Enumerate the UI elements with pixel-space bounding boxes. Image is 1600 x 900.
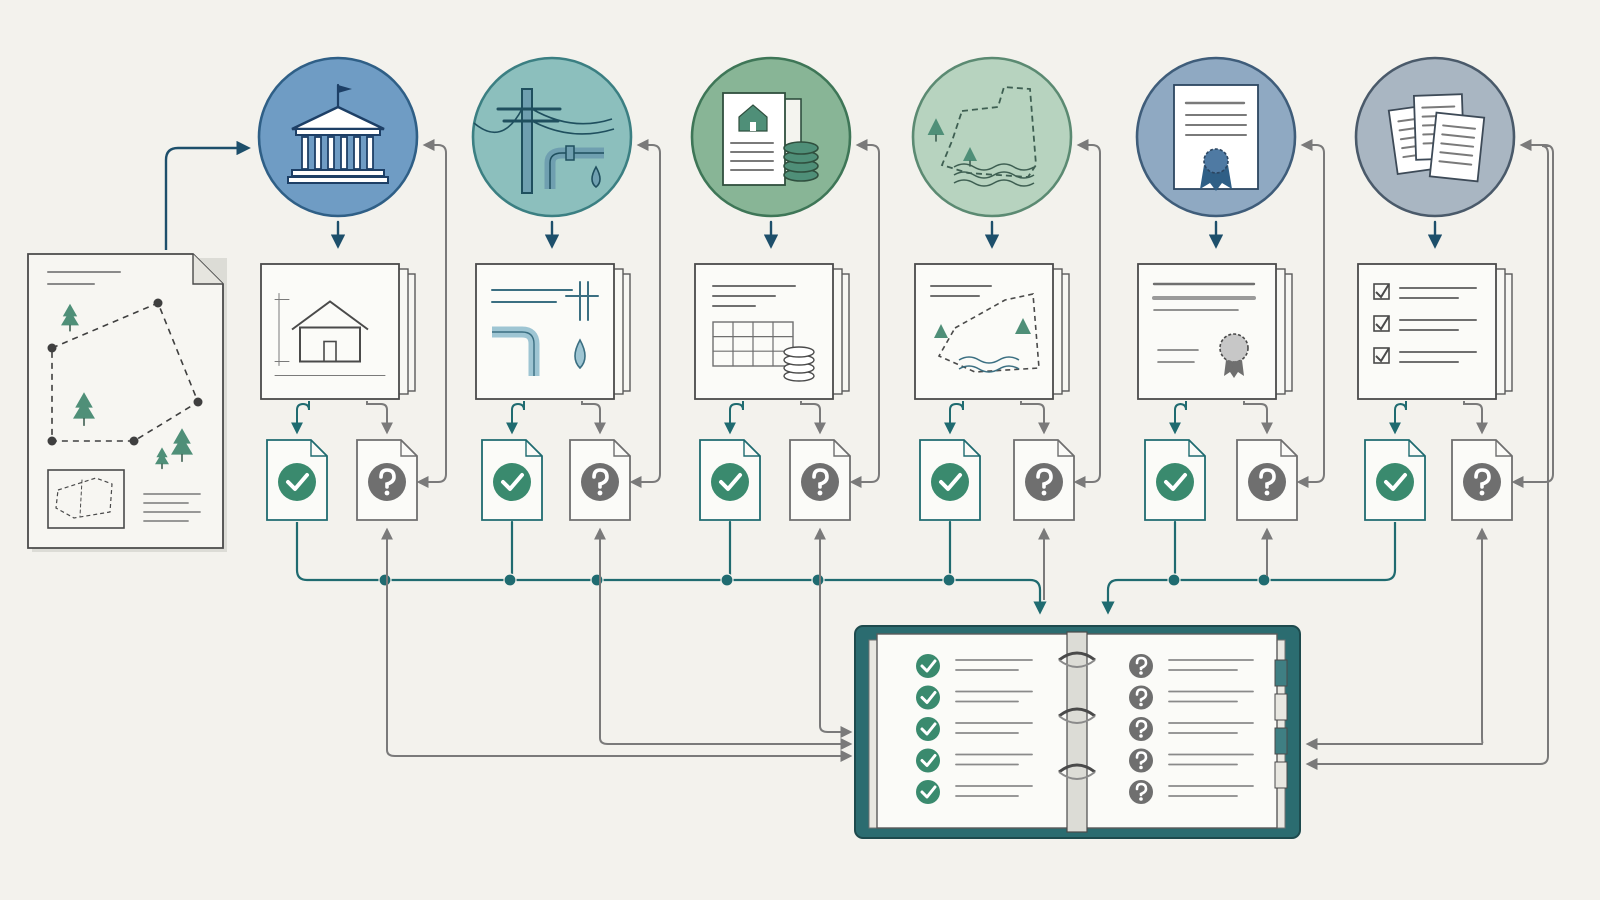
feedback-loop-arrow <box>416 139 447 488</box>
government-building-icon <box>287 83 389 184</box>
question-circle-icon <box>368 463 406 501</box>
binder-tab <box>1274 761 1288 789</box>
check-circle-icon <box>711 463 749 501</box>
unresolved-file <box>1451 439 1513 521</box>
bus-junction-dot <box>1167 573 1181 587</box>
bus-junction-dot <box>590 573 604 587</box>
verified-file <box>1144 439 1206 521</box>
land-parcel-plan-document-icon <box>27 253 227 552</box>
agency-circle <box>1135 56 1297 218</box>
report-branch-arrows <box>291 401 393 435</box>
parcel-map-with-trees-icon <box>927 86 1037 187</box>
report-document-stack <box>914 263 1070 400</box>
bus-junction-dot <box>1257 573 1271 587</box>
bus-junction-dot <box>942 573 956 587</box>
question-circle-icon <box>1129 748 1153 773</box>
tree-icon <box>61 303 79 332</box>
building-floor-plan-icon <box>274 293 386 376</box>
question-circle-icon <box>1025 463 1063 501</box>
verified-file <box>919 439 981 521</box>
question-circle-icon <box>1129 780 1153 804</box>
unresolved-file <box>356 439 418 521</box>
verified-file <box>481 439 543 521</box>
question-circle-icon <box>1129 654 1153 678</box>
question-circle-icon <box>1129 717 1153 741</box>
feedback-loop-arrow <box>1073 139 1101 488</box>
bus-junction-dot <box>811 573 825 587</box>
question-circle-icon <box>1129 685 1153 710</box>
report-branch-arrows <box>1169 401 1273 435</box>
report-branch-arrows <box>944 401 1050 435</box>
location-inset-map <box>47 469 125 529</box>
ring-binder-icon <box>854 625 1301 839</box>
check-circle-icon <box>493 463 531 501</box>
question-circle-icon <box>581 463 619 501</box>
agency-circle <box>690 56 852 218</box>
question-circle-icon <box>1463 463 1501 501</box>
unresolved-file <box>1013 439 1075 521</box>
check-circle-icon <box>916 780 940 804</box>
unresolved-file <box>1236 439 1298 521</box>
tree-icon <box>73 392 95 427</box>
report-branch-arrows <box>724 401 826 435</box>
check-circle-icon <box>916 748 940 773</box>
report-document-stack <box>1357 263 1513 400</box>
site-map-with-water-icon <box>930 285 1040 373</box>
tree-icon <box>155 447 169 470</box>
binder-tab <box>1274 693 1288 721</box>
binder-tab <box>1274 659 1288 687</box>
bus-junction-dot <box>720 573 734 587</box>
question-circle-icon <box>1248 463 1286 501</box>
report-document-stack <box>694 263 850 400</box>
tree-icon <box>171 428 193 463</box>
node-layer <box>27 56 1516 839</box>
check-circle-icon <box>916 654 940 678</box>
feedback-loop-arrow <box>849 139 880 488</box>
check-circle-icon <box>931 463 969 501</box>
checklist-document-icon <box>1373 283 1477 364</box>
agency-circle <box>1354 56 1516 218</box>
question-circle-icon <box>801 463 839 501</box>
certificate-document-icon <box>1152 282 1256 378</box>
feedback-loop-arrow <box>629 139 661 488</box>
verified-file <box>699 439 761 521</box>
agency-circle <box>911 56 1073 218</box>
verified-file <box>1364 439 1426 521</box>
certificate-with-seal-icon <box>1173 84 1259 191</box>
connector-layer <box>164 139 1554 770</box>
pipes-and-water-drop-icon <box>491 281 599 376</box>
agency-circle <box>257 56 419 218</box>
report-document-stack <box>260 263 416 400</box>
parcel-boundary <box>47 298 203 446</box>
agency-circle <box>471 56 633 218</box>
report-branch-arrows <box>506 401 606 435</box>
bus-junction-dot <box>503 573 517 587</box>
ledger-table-and-coins-icon <box>712 285 815 382</box>
unresolved-return-paths <box>381 145 1550 770</box>
report-document-stack <box>475 263 631 400</box>
unresolved-file <box>789 439 851 521</box>
source-to-first-agency-arrow <box>164 140 251 250</box>
stacked-documents-icon <box>1387 93 1486 183</box>
feedback-loop-arrow <box>1296 139 1325 488</box>
check-circle-icon <box>916 685 940 710</box>
unresolved-file <box>569 439 631 521</box>
check-circle-icon <box>1156 463 1194 501</box>
check-circle-icon <box>278 463 316 501</box>
report-branch-arrows <box>1389 401 1488 435</box>
property-deed-and-coins-icon <box>722 92 819 186</box>
binder-tab <box>1274 727 1288 755</box>
report-document-stack <box>1137 263 1293 400</box>
verified-collector-bus <box>295 520 1397 615</box>
utility-pole-and-pipe-icon <box>473 88 615 194</box>
check-circle-icon <box>1376 463 1414 501</box>
bus-junction-dot <box>378 573 392 587</box>
check-circle-icon <box>916 717 940 741</box>
verified-file <box>266 439 328 521</box>
